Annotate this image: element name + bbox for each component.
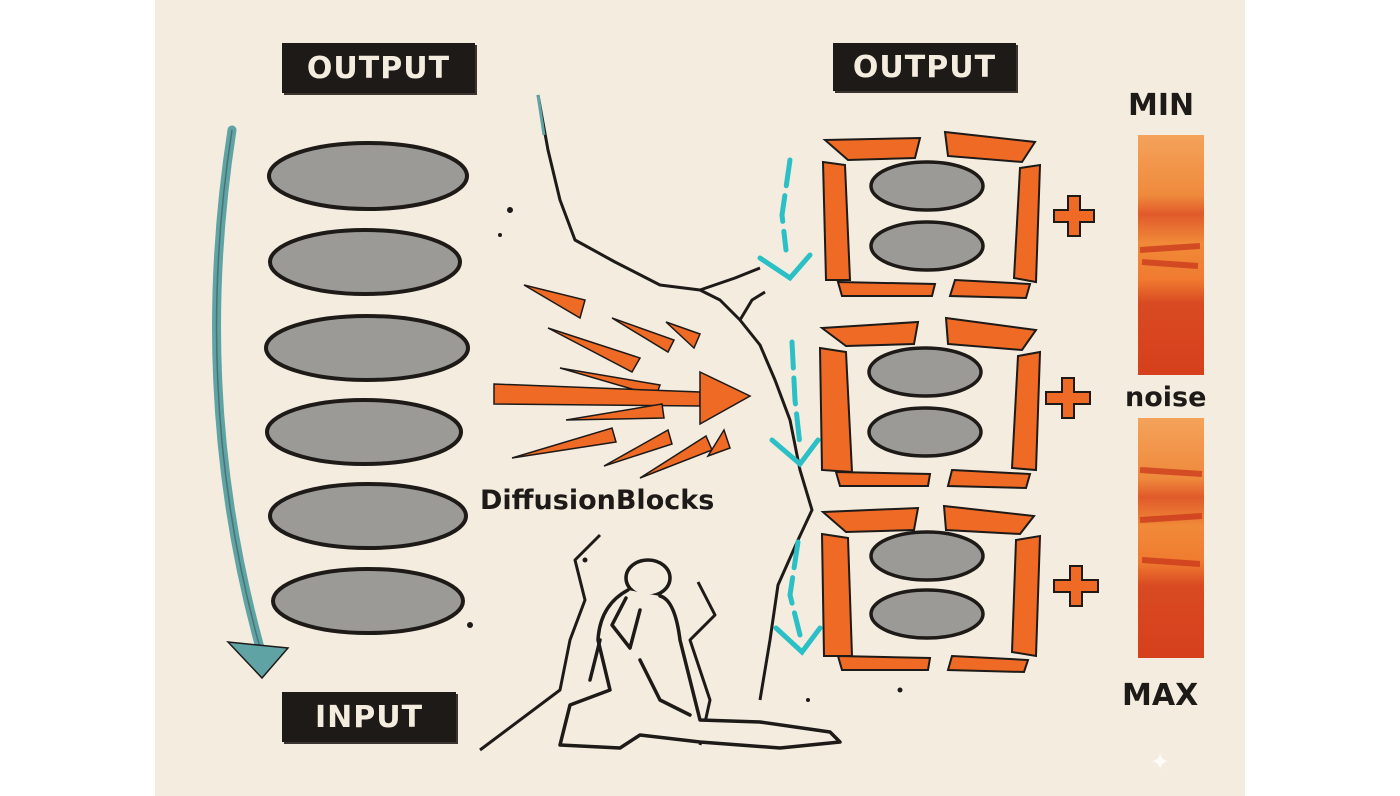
layer-stack — [264, 141, 470, 635]
left-input-label: INPUT — [282, 692, 456, 742]
noise-scale-bar — [1138, 135, 1204, 658]
ink-splatter — [467, 207, 903, 702]
burst-arrow-icon — [493, 284, 752, 479]
layer-stone — [264, 314, 470, 382]
left-down-arrow-icon — [212, 125, 290, 680]
kneeling-figure-icon — [558, 558, 842, 750]
block-stone — [869, 160, 985, 212]
left-output-label: OUTPUT — [282, 43, 475, 93]
diffusion-block — [820, 504, 1042, 674]
layer-stone — [268, 228, 462, 296]
block-stone — [869, 220, 985, 272]
scale-max-label: MAX — [1122, 678, 1199, 713]
plus-icon — [1045, 377, 1091, 419]
block-down-arrow-icon — [757, 157, 823, 656]
block-stone — [869, 588, 985, 640]
right-output-label: OUTPUT — [833, 43, 1016, 91]
scale-min-label: MIN — [1128, 88, 1195, 123]
scale-noise-label: noise — [1123, 382, 1209, 413]
plus-icon — [1053, 195, 1095, 237]
diffusion-blocks-label: DiffusionBlocks — [480, 485, 715, 516]
layer-stone — [265, 398, 463, 466]
block-stone — [869, 530, 985, 582]
block-stone — [867, 346, 983, 398]
layer-stone — [268, 482, 468, 550]
sparkle-icon: ✦ — [1150, 748, 1171, 776]
plus-icon — [1053, 565, 1099, 607]
diffusion-block — [821, 130, 1042, 300]
block-stone — [867, 406, 983, 458]
layer-stone — [271, 567, 465, 635]
layer-stone — [267, 141, 469, 211]
diffusion-block — [818, 316, 1042, 490]
